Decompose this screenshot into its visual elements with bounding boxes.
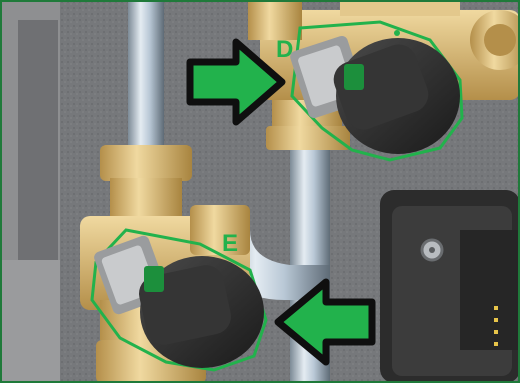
pipe-left [128,0,164,170]
callout-label-e: E [222,232,238,256]
callout-label-d: D [276,38,293,62]
